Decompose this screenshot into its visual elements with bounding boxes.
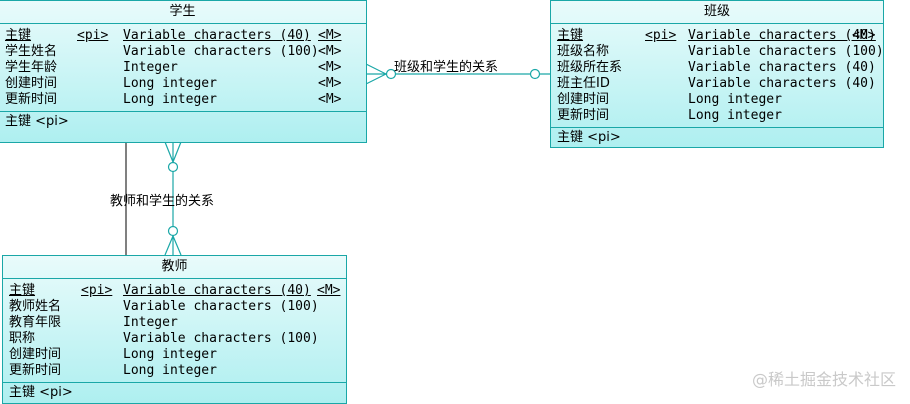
- attribute-name: 教育年限: [9, 315, 62, 330]
- attribute-mandatory: <M>: [318, 44, 342, 59]
- attribute-row: 更新时间 Long integer <M>: [5, 92, 366, 108]
- attribute-list: 主键 <pi> Variable characters (40) <M> 学生姓…: [0, 24, 366, 111]
- attribute-type: Long integer: [123, 347, 217, 362]
- attribute-flag: <pi>: [81, 283, 113, 298]
- crowfoot-teacher-left: [164, 235, 174, 256]
- entity-title: 教师: [3, 256, 346, 279]
- attribute-row: 更新时间 Long integer: [557, 108, 883, 124]
- attribute-mandatory: <M>: [318, 60, 342, 75]
- entity-identifier: 主键 <pi>: [557, 130, 621, 145]
- attribute-row: 教师姓名 Variable characters (100): [9, 299, 346, 315]
- attribute-type: Variable characters (100): [123, 331, 319, 346]
- attribute-row: 主键 <pi> Variable characters (40) <M>: [5, 28, 366, 44]
- attribute-mandatory: <M>: [318, 76, 342, 91]
- attribute-row: 教育年限 Integer: [9, 315, 346, 331]
- attribute-mandatory: <M>: [318, 28, 342, 43]
- attribute-row: 班主任ID Variable characters (40): [557, 76, 883, 92]
- attribute-type: Integer: [123, 315, 178, 330]
- attribute-list: 主键 <pi> Variable characters (40) <M> 班级名…: [551, 24, 884, 127]
- attribute-row: 创建时间 Long integer <M>: [5, 76, 366, 92]
- attribute-name: 学生姓名: [5, 44, 58, 59]
- attribute-row: 创建时间 Long integer: [9, 347, 346, 363]
- identifier-divider: [0, 111, 366, 112]
- attribute-name: 班级名称: [557, 44, 610, 59]
- crowfoot-teacher-right: [172, 235, 182, 256]
- relationship-label-teacher-student[interactable]: 教师和学生的关系: [110, 194, 215, 209]
- attribute-name: 创建时间: [5, 76, 58, 91]
- attribute-name: 创建时间: [9, 347, 62, 362]
- attribute-list: 主键 <pi> Variable characters (40) <M> 教师姓…: [3, 279, 346, 382]
- attribute-type: Long integer: [688, 108, 782, 123]
- attribute-flag: <pi>: [645, 28, 677, 43]
- attribute-type: Variable characters (40): [123, 283, 311, 298]
- attribute-type: Variable characters (100): [123, 299, 319, 314]
- watermark: @稀土掘金技术社区: [751, 370, 896, 389]
- attribute-name: 班主任ID: [557, 76, 610, 91]
- identifier-divider: [551, 127, 883, 128]
- attribute-type: Variable characters (40): [688, 60, 876, 75]
- crowfoot-bottom-line: [365, 73, 387, 85]
- attribute-type: Variable characters (100): [123, 44, 319, 59]
- optional-circle-student-end: [167, 161, 179, 173]
- entity-student[interactable]: 学生 主键 <pi> Variable characters (40) <M> …: [0, 0, 367, 143]
- attribute-mandatory: <M>: [318, 92, 342, 107]
- attribute-type: Long integer: [123, 76, 217, 91]
- crowfoot-student-right: [172, 141, 182, 163]
- optional-circle-student-side: [385, 68, 397, 80]
- attribute-type: Variable characters (100): [688, 44, 884, 59]
- optional-circle-teacher-end: [167, 225, 179, 237]
- attribute-type: Variable characters (40): [688, 28, 876, 43]
- attribute-flag: <pi>: [77, 28, 109, 43]
- attribute-name: 更新时间: [557, 108, 610, 123]
- attribute-type: Long integer: [688, 92, 782, 107]
- crowfoot-student-left: [164, 141, 174, 163]
- entity-class[interactable]: 班级 主键 <pi> Variable characters (40) <M> …: [550, 0, 884, 148]
- attribute-type: Long integer: [123, 92, 217, 107]
- attribute-name: 更新时间: [5, 92, 58, 107]
- entity-identifier: 主键 <pi>: [9, 385, 73, 400]
- attribute-name: 主键: [5, 28, 32, 43]
- relationship-label-class-student[interactable]: 班级和学生的关系: [394, 60, 499, 75]
- attribute-row: 班级所在系 Variable characters (40): [557, 60, 883, 76]
- attribute-name: 主键: [557, 28, 584, 43]
- attribute-name: 创建时间: [557, 92, 610, 107]
- attribute-name: 学生年龄: [5, 60, 58, 75]
- attribute-name: 教师姓名: [9, 299, 62, 314]
- attribute-type: Long integer: [123, 363, 217, 378]
- attribute-name: 更新时间: [9, 363, 62, 378]
- attribute-name: 主键: [9, 283, 36, 298]
- attribute-type: Variable characters (40): [123, 28, 311, 43]
- crowfoot-top-line: [365, 63, 387, 75]
- attribute-row: 主键 <pi> Variable characters (40) <M>: [9, 283, 346, 299]
- attribute-row: 职称 Variable characters (100): [9, 331, 346, 347]
- attribute-row: 更新时间 Long integer: [9, 363, 346, 379]
- entity-teacher[interactable]: 教师 主键 <pi> Variable characters (40) <M> …: [2, 255, 347, 404]
- attribute-row: 学生年龄 Integer <M>: [5, 60, 366, 76]
- attribute-type: Integer: [123, 60, 178, 75]
- attribute-row: 班级名称 Variable characters (100): [557, 44, 884, 60]
- attribute-mandatory: <M>: [852, 28, 876, 43]
- attribute-name: 班级所在系: [557, 60, 623, 75]
- attribute-name: 职称: [9, 331, 36, 346]
- entity-identifier: 主键 <pi>: [5, 114, 69, 129]
- attribute-row: 创建时间 Long integer: [557, 92, 883, 108]
- attribute-mandatory: <M>: [317, 283, 341, 298]
- identifier-divider: [3, 382, 346, 383]
- attribute-row: 主键 <pi> Variable characters (40) <M>: [557, 28, 883, 44]
- attribute-row: 学生姓名 Variable characters (100) <M>: [5, 44, 366, 60]
- entity-title: 班级: [551, 1, 883, 24]
- entity-title: 学生: [0, 1, 366, 24]
- attribute-type: Variable characters (40): [688, 76, 876, 91]
- optional-circle-class-side: [529, 68, 541, 80]
